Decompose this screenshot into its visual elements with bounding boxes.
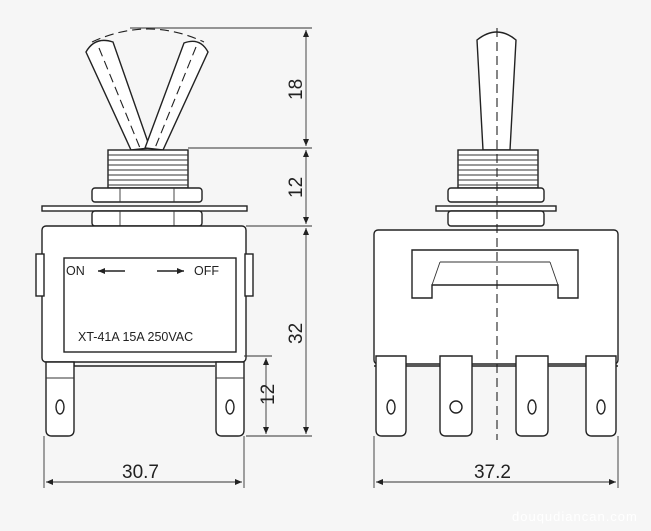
terminal-side-4: [585, 355, 617, 437]
dim-front-width: 30.7: [122, 462, 159, 483]
side-view: [373, 28, 619, 440]
terminal-side-1: [375, 355, 407, 437]
dim-bushing-height: 12: [286, 177, 307, 198]
on-label: ON: [66, 264, 85, 278]
body-label-panel: [63, 257, 237, 353]
terminal-left: [45, 361, 75, 437]
hex-nut-lower: [91, 210, 203, 227]
off-label: OFF: [194, 264, 219, 278]
front-dimensions: 18 12 32 12 30.7: [43, 27, 312, 488]
terminal-side-3: [515, 355, 549, 437]
dim-terminal-height: 12: [258, 384, 279, 405]
side-tab-right: [244, 253, 254, 297]
threaded-bushing: [107, 149, 189, 189]
dim-side-width: 37.2: [474, 462, 511, 483]
switch-body-side: [373, 229, 619, 365]
side-tab-left: [35, 253, 45, 297]
mounting-plate: [41, 205, 248, 212]
lever-swing-arc: [91, 28, 205, 43]
threaded-bushing-side: [457, 149, 539, 189]
hex-nut-upper: [91, 187, 203, 203]
terminal-side-2: [439, 355, 473, 437]
lever-right-position: [144, 40, 209, 151]
model-text: XT-41A 15A 250VAC: [78, 330, 193, 344]
dim-body-height: 32: [286, 323, 307, 344]
hex-nut-lower-side: [447, 210, 545, 227]
terminal-right: [215, 361, 245, 437]
mounting-plate-side: [435, 205, 557, 212]
hex-nut-upper-side: [447, 187, 545, 203]
lever-left-position: [85, 39, 151, 151]
dim-lever-height: 18: [286, 79, 307, 100]
side-dimensions: 37.2: [373, 436, 619, 488]
watermark-text: douqudiancan.com: [512, 509, 638, 524]
front-view: ON OFF XT-41A 15A 250VAC: [35, 28, 254, 437]
